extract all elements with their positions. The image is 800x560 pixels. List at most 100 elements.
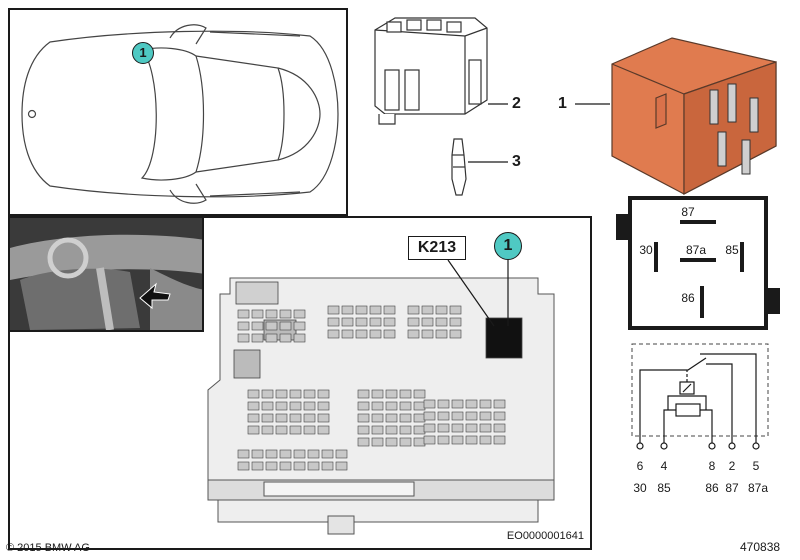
fuse-slot bbox=[493, 435, 506, 445]
face-label-87: 87 bbox=[681, 205, 695, 219]
fuse-slot bbox=[437, 411, 450, 421]
fuse-slot bbox=[421, 317, 434, 327]
fuse-slot bbox=[275, 389, 288, 399]
fuse-slot bbox=[355, 305, 368, 315]
fuse-slot bbox=[251, 309, 264, 319]
fuse-slot bbox=[435, 305, 448, 315]
fuse-slot bbox=[247, 401, 260, 411]
fuse-slot bbox=[279, 309, 292, 319]
fuse-slot bbox=[423, 399, 436, 409]
fuse-slot bbox=[341, 305, 354, 315]
fuse-slot bbox=[293, 461, 306, 471]
fuse-slot bbox=[293, 309, 306, 319]
fuse-slot bbox=[251, 449, 264, 459]
fuse-slot bbox=[383, 305, 396, 315]
fuse-slot bbox=[327, 317, 340, 327]
interior-photo-drawing bbox=[10, 218, 202, 330]
fuse-slot bbox=[265, 309, 278, 319]
fuse-slot bbox=[449, 329, 462, 339]
fuse-slot bbox=[335, 461, 348, 471]
fuse-slot bbox=[279, 333, 292, 343]
fuse-slot bbox=[407, 317, 420, 327]
fuse-slot bbox=[327, 329, 340, 339]
fuse-slot bbox=[279, 461, 292, 471]
fuse-slot bbox=[289, 425, 302, 435]
fuse-slot bbox=[371, 425, 384, 435]
fuse-slot bbox=[261, 389, 274, 399]
fuse-slot bbox=[251, 461, 264, 471]
fusebox-callout-marker: 1 bbox=[494, 232, 522, 260]
fuse-slot bbox=[435, 329, 448, 339]
fuse-slot bbox=[451, 399, 464, 409]
fuse-slot bbox=[399, 389, 412, 399]
schematic-terminal-3: 86 bbox=[705, 481, 719, 495]
face-tab-left bbox=[616, 214, 628, 240]
image-number: 470838 bbox=[740, 540, 781, 554]
fuse-slot bbox=[493, 423, 506, 433]
fuse-slot bbox=[237, 461, 250, 471]
copyright-text: © 2015 BMW AG bbox=[6, 542, 90, 554]
fuse-slot bbox=[385, 437, 398, 447]
fuse-slot bbox=[369, 305, 382, 315]
face-tab-right bbox=[768, 288, 780, 314]
fuse-slot bbox=[479, 411, 492, 421]
fuse-slot bbox=[247, 413, 260, 423]
fuse-slot bbox=[437, 435, 450, 445]
fuse-slot bbox=[321, 461, 334, 471]
car-callout-marker: 1 bbox=[132, 42, 154, 64]
fuse-slot bbox=[261, 425, 274, 435]
fuse-slot bbox=[357, 389, 370, 399]
fuse-slot bbox=[385, 389, 398, 399]
fuse-slot bbox=[399, 437, 412, 447]
terminal-callout-number: 3 bbox=[512, 153, 521, 170]
fuse-slot bbox=[371, 389, 384, 399]
fuse-slot bbox=[407, 329, 420, 339]
k213-label-box: K213 bbox=[408, 236, 466, 260]
schematic-terminal-1: 30 bbox=[633, 481, 647, 495]
fuse-slot bbox=[237, 333, 250, 343]
fuse-slot bbox=[383, 329, 396, 339]
relay-callout-number: 1 bbox=[558, 95, 567, 112]
fuse-slot bbox=[265, 461, 278, 471]
fuse-slot bbox=[237, 321, 250, 331]
fuse-slot bbox=[465, 435, 478, 445]
fuse-slot bbox=[449, 317, 462, 327]
fuse-slot bbox=[251, 321, 264, 331]
relay-face-diagram: 87 30 87a 85 86 bbox=[616, 196, 780, 330]
fuse-slot bbox=[413, 389, 426, 399]
fuse-slot bbox=[261, 413, 274, 423]
schematic-pin-num-3: 8 bbox=[708, 459, 716, 473]
fuse-slot bbox=[341, 317, 354, 327]
fuse-slot bbox=[247, 389, 260, 399]
fuse-slot bbox=[369, 317, 382, 327]
fuse-slot bbox=[335, 449, 348, 459]
face-label-85: 85 bbox=[725, 243, 739, 257]
car-callout-number: 1 bbox=[139, 45, 147, 60]
fuse-slot bbox=[493, 399, 506, 409]
fuse-slot bbox=[399, 425, 412, 435]
relay-schematic bbox=[631, 343, 769, 450]
face-blade-30 bbox=[654, 242, 658, 272]
fuse-slot bbox=[407, 305, 420, 315]
fuse-slot bbox=[479, 435, 492, 445]
fuse-slot bbox=[321, 449, 334, 459]
fuse-slot bbox=[317, 389, 330, 399]
fuse-slot bbox=[293, 333, 306, 343]
fuse-slot bbox=[247, 425, 260, 435]
fuse-slot bbox=[289, 389, 302, 399]
fuse-slot bbox=[451, 411, 464, 421]
fuse-slot bbox=[289, 413, 302, 423]
face-label-86: 86 bbox=[681, 291, 695, 305]
fuse-slot bbox=[423, 411, 436, 421]
fuse-slot bbox=[465, 411, 478, 421]
fuse-slot bbox=[385, 401, 398, 411]
fuse-slot bbox=[355, 317, 368, 327]
fuse-slot bbox=[265, 321, 278, 331]
schematic-pin-num-2: 4 bbox=[660, 459, 668, 473]
fuse-slot bbox=[451, 435, 464, 445]
k213-label: K213 bbox=[417, 239, 457, 256]
fuse-slot bbox=[341, 329, 354, 339]
fuse-slot bbox=[357, 437, 370, 447]
fuse-slot bbox=[307, 461, 320, 471]
